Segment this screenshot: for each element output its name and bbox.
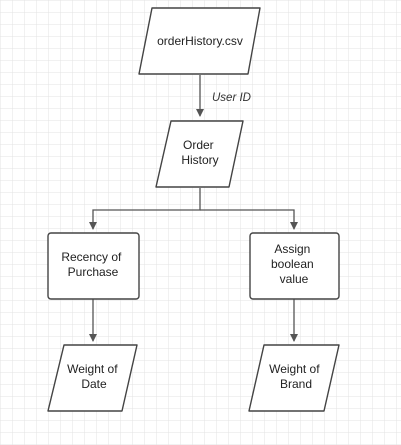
node-recency-of-purchase[interactable]: Recency of Purchase — [47, 232, 140, 300]
edge-order-history-to-assign — [200, 209, 298, 230]
node-order-history[interactable]: Order History — [155, 120, 244, 188]
node-weight-of-brand[interactable]: Weight of Brand — [248, 344, 340, 412]
node-weight-of-date[interactable]: Weight of Date — [47, 344, 138, 412]
node-label: Weight of Brand — [269, 362, 323, 391]
node-assign-boolean-value[interactable]: Assign boolean value — [249, 232, 340, 300]
node-label: Weight of Date — [67, 362, 121, 391]
parallelogram-shape — [47, 344, 138, 412]
parallelogram-shape — [155, 120, 244, 188]
connectors: User ID — [89, 75, 298, 342]
node-label: Recency of Purchase — [61, 250, 124, 279]
node-order-history-csv[interactable]: orderHistory.csv — [138, 7, 261, 75]
node-label: Assign boolean value — [271, 242, 317, 286]
rectangle-shape — [47, 232, 140, 300]
rectangle-shape — [249, 232, 340, 300]
parallelogram-shape — [248, 344, 340, 412]
edge-order-history-to-recency — [89, 188, 201, 230]
node-label: Order History — [181, 138, 218, 167]
edge-label-user-id: User ID — [212, 92, 251, 104]
node-label: orderHistory.csv — [157, 34, 243, 48]
parallelogram-shape — [138, 7, 261, 75]
